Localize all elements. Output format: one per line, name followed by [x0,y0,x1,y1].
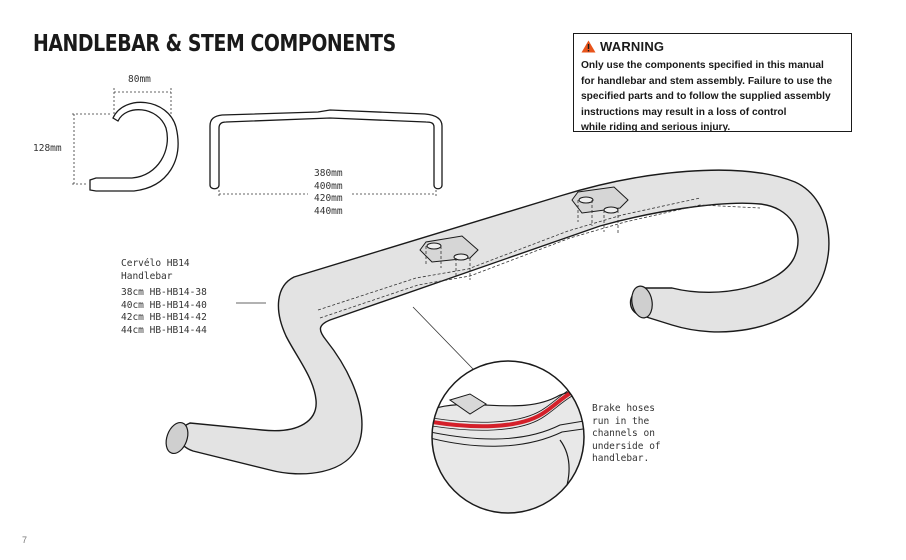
callout-line: run in the [592,415,650,427]
warning-header: WARNING [581,38,851,54]
brake-hose [432,390,574,429]
detail-leader-line [412,306,475,371]
page-number: 7 [22,535,28,545]
warning-triangle-icon [581,40,596,52]
handlebar-size: 40cm HB-HB14-40 [121,299,207,311]
handlebar-size: 44cm HB-HB14-44 [121,324,207,336]
hose-callout-text: Brake hoses run in the channels on under… [592,403,661,466]
side-view-dims [72,88,172,185]
warning-box: WARNING Only use the components specifie… [573,33,852,133]
drop-dimension-label: 128mm [33,143,62,154]
width-option: 440mm [314,205,343,217]
width-option: 400mm [314,180,343,192]
reach-dimension-label: 80mm [128,74,151,85]
width-list: 380mm 400mm 420mm 440mm [314,168,343,218]
left-drop-end [165,421,189,455]
hose-channel-dashes [317,197,761,319]
side-view-drawing [89,101,179,192]
callout-line: handlebar. [592,453,650,464]
front-view-dims [218,190,437,198]
handlebar-name: Cervélo HB14 Handlebar [121,258,190,283]
warning-text: Only use the components specified in thi… [581,60,833,134]
front-view-drawing [209,109,443,190]
handlebar-perspective [178,169,830,475]
handlebar-size-list: 38cm HB-HB14-38 40cm HB-HB14-40 42cm HB-… [121,287,207,337]
page-title: HANDLEBAR & STEM COMPONENTS [33,31,396,57]
hose-detail-magnifier [432,361,584,513]
warning-heading: WARNING [600,38,665,54]
clamp-recess-right [571,186,629,214]
callout-line: Brake hoses [592,403,655,414]
handlebar-name-line: Handlebar [121,270,173,282]
handlebar-size: 38cm HB-HB14-38 [121,287,207,298]
handlebar-name-line: Cervélo HB14 [121,258,190,269]
callout-line: channels on [592,428,655,439]
callout-line: underside of [592,440,661,452]
width-option: 380mm [314,168,343,179]
clamp-recess-left [419,235,479,263]
right-drop-end [631,285,653,319]
handlebar-size: 42cm HB-HB14-42 [121,312,207,323]
width-option: 420mm [314,193,343,204]
